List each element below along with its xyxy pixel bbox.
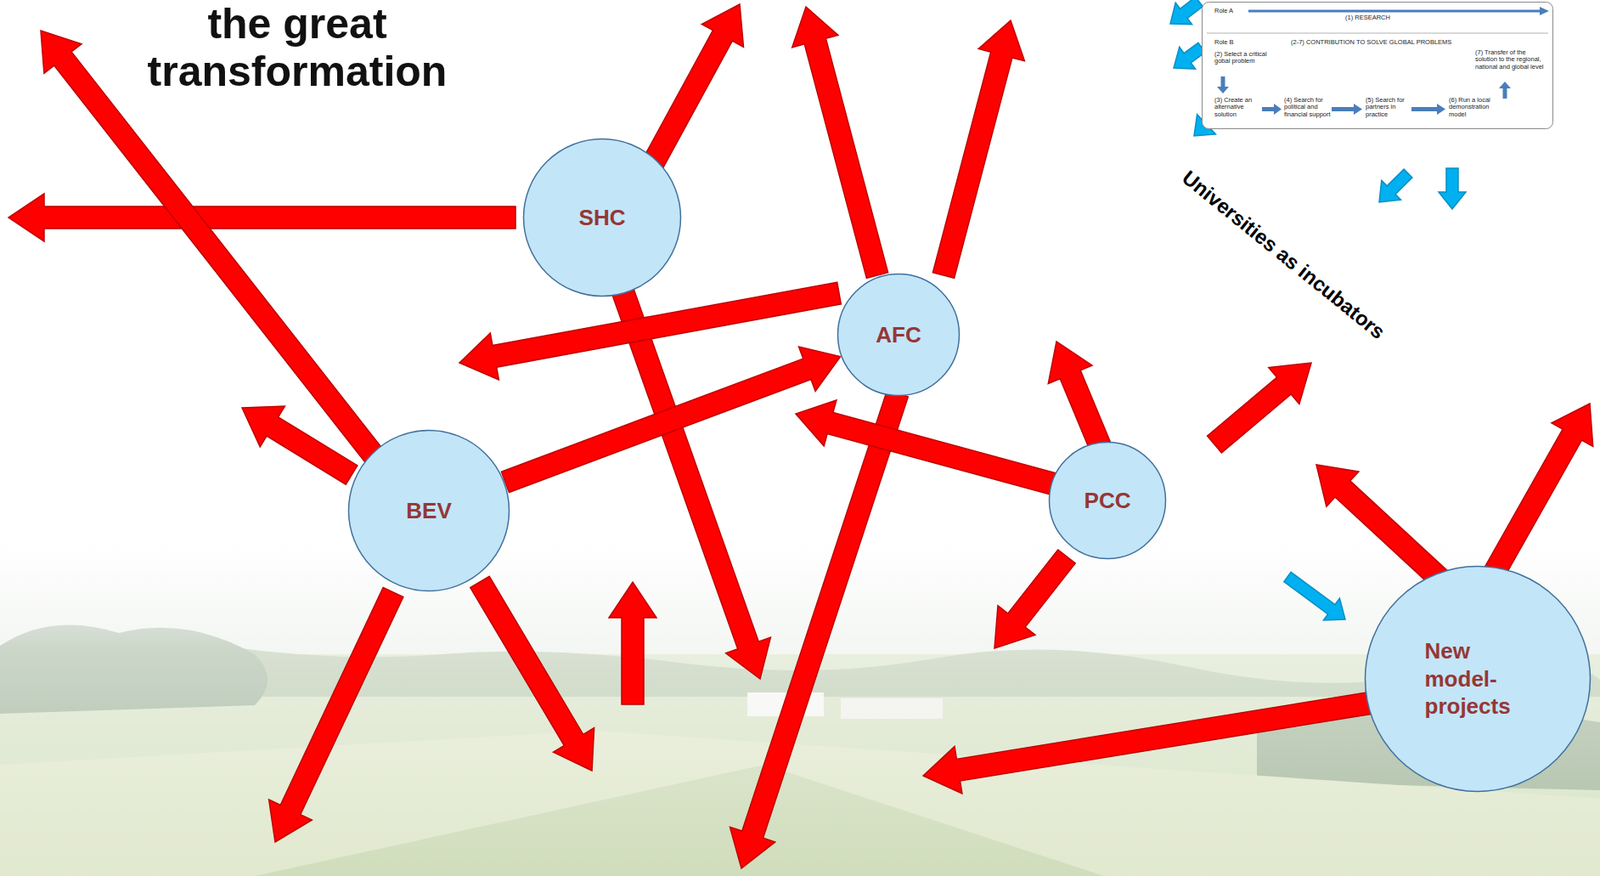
arrow-head (1353, 103, 1363, 115)
separator (1206, 33, 1549, 34)
node-label: PCC (1084, 486, 1132, 515)
block-arrow (1438, 168, 1466, 209)
block-arrow (269, 586, 404, 842)
node-label: BEV (405, 496, 451, 525)
flow-arrow (1331, 107, 1354, 112)
block-arrow (608, 581, 657, 705)
circle-node: New model-projects (1363, 564, 1592, 793)
inset-text: Role B (1214, 39, 1234, 46)
node-label: AFC (875, 321, 921, 350)
flow-arrow (1411, 107, 1437, 112)
block-arrow (1485, 403, 1594, 577)
circle-text-block: New model-projects (1425, 636, 1532, 721)
block-arrow (40, 30, 386, 467)
block-arrow (792, 6, 889, 278)
arrow-head (1498, 81, 1511, 89)
inset-text: (5) Search for partners in practice (1365, 96, 1410, 119)
inset-text: (7) Transfer of the solution to the regi… (1475, 49, 1549, 71)
block-arrow (994, 549, 1076, 648)
circle-shape (349, 430, 510, 592)
arrow-head (1539, 6, 1550, 16)
arrow-head (1216, 86, 1229, 94)
block-arrow (923, 691, 1375, 794)
circle-shape (523, 139, 682, 297)
flow-arrow (1503, 88, 1508, 99)
flow-arrow (1261, 107, 1274, 112)
circle-text-block: PCC (1084, 486, 1132, 515)
inset-text: (6) Run a local demonstration model (1448, 96, 1502, 119)
block-arrow (1170, 0, 1203, 25)
inset-text: (4) Search for political and financial s… (1284, 96, 1332, 119)
arrow-head (1273, 103, 1282, 115)
circle-node: BEV (347, 428, 511, 592)
node-label: SHC (579, 203, 626, 232)
block-arrow (643, 4, 744, 169)
inset-text: (2) Select a critical gobal problem (1214, 50, 1278, 66)
block-arrow (795, 400, 1080, 502)
connector (501, 346, 840, 492)
inset-text: (1) RESEARCH (1345, 14, 1391, 22)
block-arrow (1207, 362, 1312, 453)
block-arrow (1284, 571, 1346, 620)
block-arrow (501, 346, 840, 492)
inset-text: Role A (1214, 7, 1234, 15)
block-arrow (8, 193, 516, 242)
circle-shape (1365, 566, 1591, 792)
block-arrow (1047, 341, 1112, 454)
node-label: New model-projects (1425, 636, 1532, 721)
circle-node: SHC (522, 137, 682, 298)
arrow-head (1436, 103, 1446, 115)
circle-shape (1049, 442, 1167, 559)
block-arrow (730, 389, 909, 868)
block-arrow (1379, 169, 1413, 203)
circle-node: AFC (836, 272, 961, 397)
circle-text-block: BEV (405, 496, 451, 525)
block-arrow (470, 575, 595, 771)
circle-text-block: AFC (875, 321, 921, 350)
flow-arrow (1248, 10, 1540, 13)
inset-panel: Role A (1) RESEARCH Role B (2-7) CONTRIBUTI… (1201, 1, 1554, 130)
block-arrow (459, 281, 841, 380)
inset-box (1202, 2, 1554, 130)
block-arrow (242, 405, 358, 485)
block-arrow (932, 20, 1025, 278)
circle-shape (838, 274, 960, 396)
diagram-title: the great transformation (127, 0, 468, 96)
flow-arrow (1221, 76, 1226, 87)
circle-node: PCC (1047, 440, 1167, 560)
circle-text-block: SHC (579, 203, 626, 232)
inset-text: (2-7) CONTRIBUTION TO SOLVE GLOBAL PROBL… (1290, 39, 1452, 46)
inset-text: (3) Create an alternative solution (1214, 96, 1261, 119)
block-arrow (1173, 42, 1206, 69)
